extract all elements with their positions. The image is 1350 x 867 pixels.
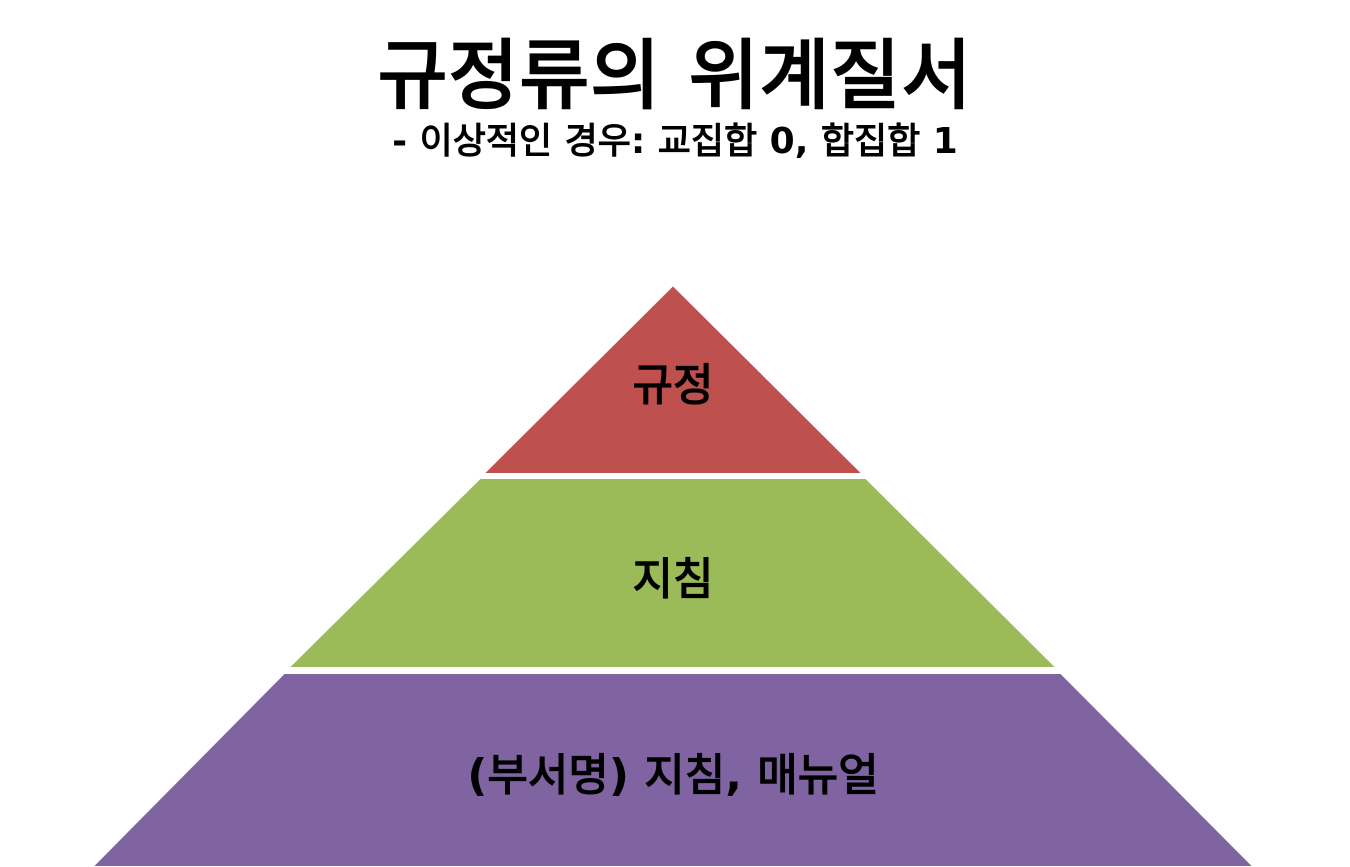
pyramid-tier-middle-label: 지침 xyxy=(633,554,714,605)
pyramid-tier-middle: 지침 xyxy=(285,477,1060,669)
pyramid-tier-bottom-shape xyxy=(90,672,1256,867)
slide-subtitle: - 이상적인 경우: 교집합 0, 합집합 1 xyxy=(392,121,958,162)
pyramid-tier-top-shape xyxy=(480,283,866,475)
slide-title: 규정류의 위계질서 xyxy=(377,31,973,120)
pyramid-tier-top: 규정 xyxy=(480,283,866,475)
pyramid-tier-bottom-label: (부서명) 지침, 매뉴얼 xyxy=(467,750,878,801)
pyramid-tier-middle-shape xyxy=(285,477,1060,669)
pyramid-tier-top-label: 규정 xyxy=(633,360,714,411)
pyramid-tier-bottom: (부서명) 지침, 매뉴얼 xyxy=(90,672,1256,867)
